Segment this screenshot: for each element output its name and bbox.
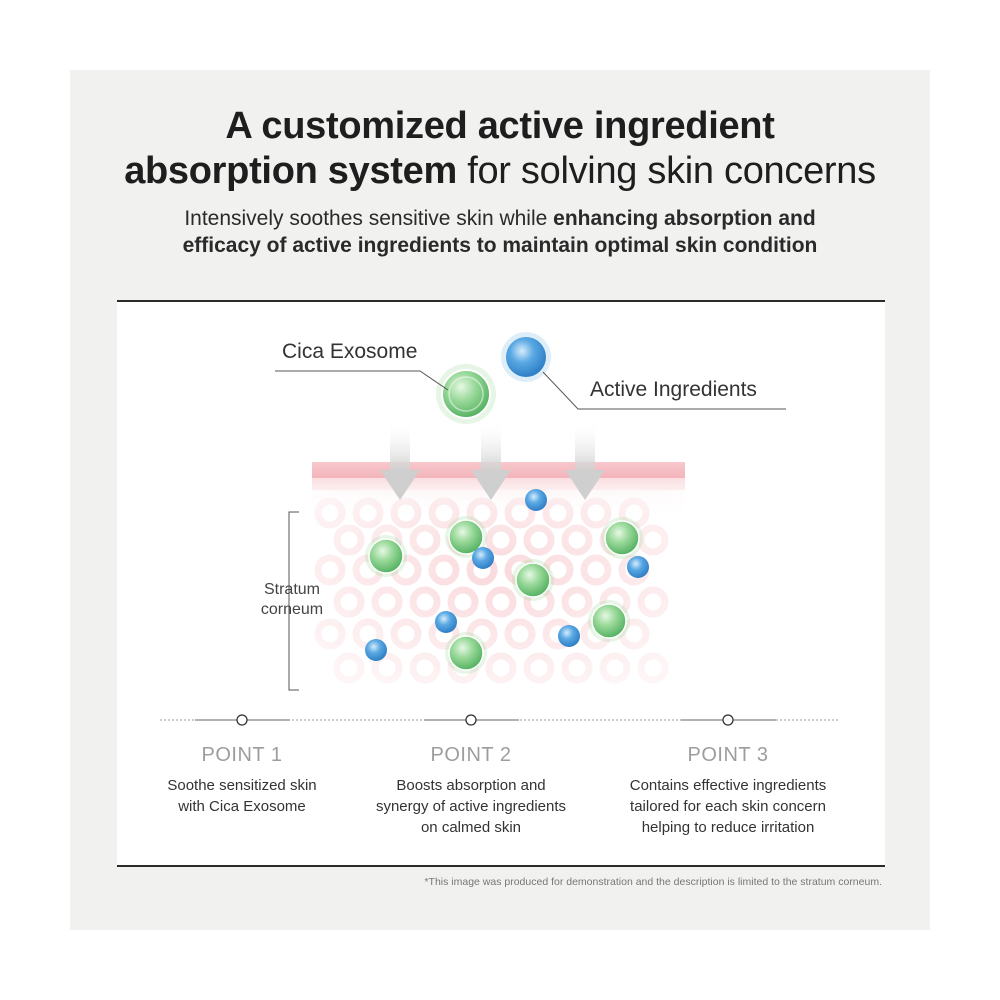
label-stratum-corneum: Stratum corneum [260,581,324,618]
point-3-title: POINT 3 [687,744,769,766]
timeline-dot [722,714,734,726]
cica-exosome-particle [515,562,551,598]
cica-exosome-particle [604,520,640,556]
point-3-desc: Contains effective ingredients tailored … [629,777,827,836]
point-1-desc: Soothe sensitized skin with Cica Exosome [167,777,317,815]
cica-exosome-particle [591,603,627,639]
cell-fade-overlay [300,490,700,700]
down-arrows [380,420,605,500]
headline-line-2: absorption system for solving skin conce… [0,148,1000,194]
active-ingredient-particle [558,625,580,647]
active-ingredient-particle [525,489,547,511]
headline-rest-2: for solving skin concerns [467,150,876,192]
point-2-desc: Boosts absorption and synergy of active … [375,777,567,836]
active-ingredient-particle [627,556,649,578]
cica-exosome-particle [368,538,404,574]
active-ingredient-particle [365,639,387,661]
stratum-bracket [288,511,299,691]
timeline-dot [236,714,248,726]
cica-exosome-particle [448,519,484,555]
cica-exosome-particle [448,635,484,671]
headline-line-1: A customized active ingredient [0,103,1000,149]
label-cica-exosome: Cica Exosome [282,340,418,363]
label-active-ingredients: Active Ingredients [590,378,757,401]
footnote: *This image was produced for demonstrati… [424,876,882,888]
down-arrow [471,420,511,500]
subtitle-plain-1: Intensively soothes sensitive skin while [184,207,548,230]
subtitle-line-2: efficacy of active ingredients to mainta… [0,232,1000,260]
particles [365,489,649,674]
down-arrow [565,420,605,500]
cica-callout-line [275,370,449,391]
headline-bold-1: A customized active ingredient [225,105,775,147]
subtitle-line-1: Intensively soothes sensitive skin while… [0,205,1000,233]
point-1-title: POINT 1 [201,744,283,766]
headline-bold-2: absorption system [124,150,457,192]
subtitle-bold-1: enhancing absorption and [553,207,816,230]
subtitle-bold-2: efficacy of active ingredients to mainta… [182,234,818,257]
active-ingredient-particle [472,547,494,569]
timeline-dot [465,714,477,726]
point-2-title: POINT 2 [430,744,512,766]
active-ingredient-particle [501,332,551,382]
active-callout-line [542,371,786,410]
cica-exosome-particle [436,364,496,424]
down-arrow [380,420,420,500]
active-ingredient-particle [435,611,457,633]
